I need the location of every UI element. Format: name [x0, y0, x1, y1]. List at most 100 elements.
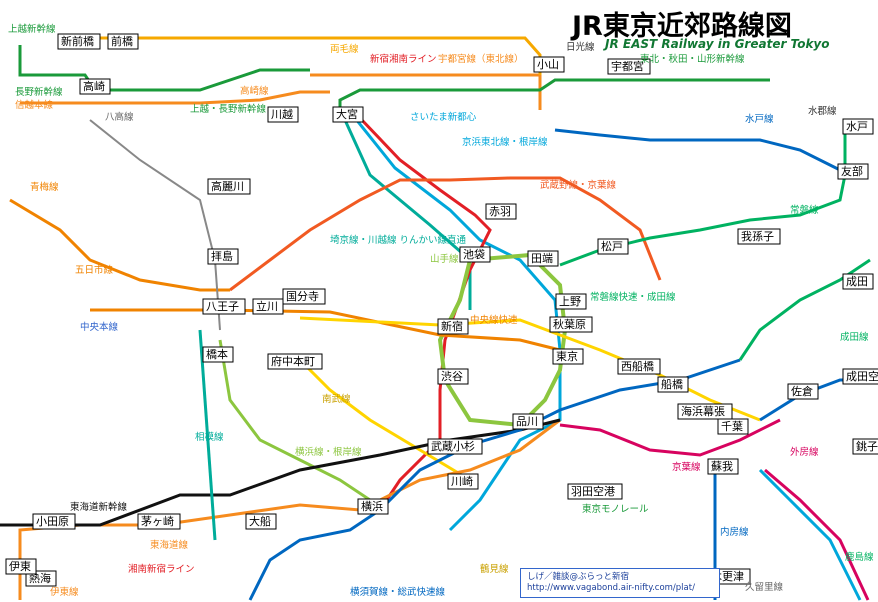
svg-text:友部: 友部 [841, 164, 863, 178]
line-label-sagami: 相模線 [195, 431, 224, 443]
station-matsudo: 松戸 [597, 238, 629, 255]
line-label-keiyo: 京葉線 [672, 461, 701, 473]
station-mito: 水戸 [842, 118, 874, 135]
credit-author: しげ／雑談@ぶらっと新宿 [527, 572, 630, 582]
line-label-ito: 伊東線 [50, 586, 79, 598]
svg-text:茅ヶ崎: 茅ヶ崎 [141, 514, 174, 528]
svg-text:池袋: 池袋 [463, 247, 485, 261]
svg-text:我孫子: 我孫子 [741, 230, 774, 243]
tohoku-shinkansen [338, 78, 770, 115]
line-label-yamanote: 山手線 [430, 253, 459, 265]
saikyo-line [343, 119, 472, 310]
yokosuka-line [248, 358, 741, 601]
line-label-shinetsu: 信越本線 [15, 99, 54, 111]
svg-text:宇都宮: 宇都宮 [611, 59, 644, 73]
line-label-kururi: 久留里線 [745, 581, 784, 593]
svg-text:大宮: 大宮 [336, 107, 358, 121]
station-odawara: 小田原 [32, 513, 76, 530]
station-abiko: 我孫子 [737, 228, 781, 245]
station-chiba: 千葉 [717, 418, 749, 435]
svg-text:府中本町: 府中本町 [271, 354, 315, 368]
line-label-hachiko: 八高線 [105, 111, 134, 123]
line-label-chuo_rapid: 中央線快速 [470, 314, 518, 326]
station-haneda: 羽田空港 [567, 483, 623, 500]
svg-text:佐倉: 佐倉 [791, 384, 813, 398]
svg-text:渋谷: 渋谷 [441, 370, 463, 383]
line-label-itsukaichi: 五日市線 [75, 264, 114, 276]
svg-text:海浜幕張: 海浜幕張 [681, 404, 725, 418]
svg-text:上野: 上野 [559, 295, 581, 308]
station-ofuna: 大船 [245, 513, 277, 530]
station-kawasaki: 川崎 [447, 473, 479, 490]
station-hachioji: 八王子 [202, 298, 246, 315]
map-title: JR東京近郊路線図 [572, 11, 792, 42]
line-label-joban: 常磐線 [790, 204, 819, 216]
station-soga: 蘇我 [707, 458, 739, 475]
line-label-sotobo: 外房線 [790, 446, 819, 458]
takasaki-line [20, 90, 330, 105]
line-label-suigun: 水郡線 [808, 105, 837, 117]
station-shin_maebashi: 新前橋 [57, 33, 101, 50]
station-narita: 成田 [842, 273, 874, 290]
svg-text:小田原: 小田原 [36, 515, 69, 528]
station-kokubunji: 国分寺 [282, 288, 326, 305]
sagami-line [198, 329, 217, 541]
line-label-joetsu_nagano: 上越・長野新幹線 [190, 103, 267, 115]
station-akihabara: 秋葉原 [549, 316, 593, 333]
line-label-nagano_shinkansen: 長野新幹線 [15, 86, 63, 98]
svg-text:成田: 成田 [846, 275, 868, 288]
station-omiya: 大宮 [332, 106, 364, 123]
line-label-yokohama: 横浜線・根岸線 [295, 446, 362, 458]
station-shinjuku: 新宿 [437, 318, 469, 335]
credit-url[interactable]: http://www.vagabond.air-nifty.com/plat/ [527, 583, 695, 593]
svg-text:秋葉原: 秋葉原 [553, 317, 586, 331]
svg-text:伊東: 伊東 [9, 560, 31, 573]
station-akabane: 赤羽 [485, 203, 517, 220]
station-ikebukuro: 池袋 [459, 246, 491, 263]
sotobo-line-2 [764, 468, 870, 601]
svg-text:銚子: 銚子 [856, 439, 878, 453]
svg-text:千葉: 千葉 [721, 419, 743, 433]
svg-text:国分寺: 国分寺 [286, 290, 319, 303]
line-label-nambu: 南武線 [322, 393, 351, 405]
svg-text:大船: 大船 [249, 514, 271, 528]
station-atami: 熱海 [25, 570, 57, 587]
svg-text:橋本: 橋本 [206, 347, 228, 361]
station-narita_airport: 成田空港 [842, 368, 878, 385]
line-label-uchibo: 内房線 [720, 526, 749, 538]
station-yokohama: 横浜 [357, 498, 389, 515]
station-kaihin_makuhari: 海浜幕張 [677, 403, 733, 420]
line-label-chuo_main: 中央本線 [80, 321, 119, 333]
line-label-takasaki: 高崎線 [240, 85, 269, 97]
line-label-ryomo: 両毛線 [330, 43, 359, 55]
svg-text:前橋: 前橋 [111, 34, 133, 48]
svg-text:立川: 立川 [256, 299, 278, 313]
line-label-shonan_bottom: 湘南新宿ライン [128, 563, 195, 575]
station-musashi_kosugi: 武蔵小杉 [427, 438, 483, 455]
hachiko-line [89, 119, 221, 331]
line-label-saitama_toshin: さいたま新都心 [410, 111, 477, 123]
line-label-monorail: 東京モノレール [582, 503, 649, 515]
station-tabata: 田端 [527, 250, 559, 267]
station-takasaki: 高崎 [79, 78, 111, 95]
line-label-mito: 水戸線 [745, 113, 774, 125]
svg-text:川越: 川越 [271, 107, 293, 121]
svg-text:赤羽: 赤羽 [489, 205, 511, 218]
station-hashimoto: 橋本 [202, 346, 234, 363]
station-nishi_funabashi: 西船橋 [617, 358, 661, 375]
svg-text:高麗川: 高麗川 [211, 179, 244, 193]
yokohama-line [218, 339, 371, 502]
ome-line [9, 198, 230, 292]
svg-text:八王子: 八王子 [206, 300, 239, 313]
station-tokyo: 東京 [552, 348, 584, 365]
svg-text:品川: 品川 [516, 415, 538, 428]
credit-box: しげ／雑談@ぶらっと新宿 http://www.vagabond.air-nif… [520, 568, 720, 598]
narita-line [738, 258, 871, 361]
station-funabashi: 船橋 [657, 376, 689, 393]
svg-text:松戸: 松戸 [601, 239, 623, 253]
line-label-kashima: 鹿島線 [845, 551, 874, 563]
line-label-narita: 成田線 [840, 331, 869, 343]
station-shibuya: 渋谷 [437, 368, 469, 385]
